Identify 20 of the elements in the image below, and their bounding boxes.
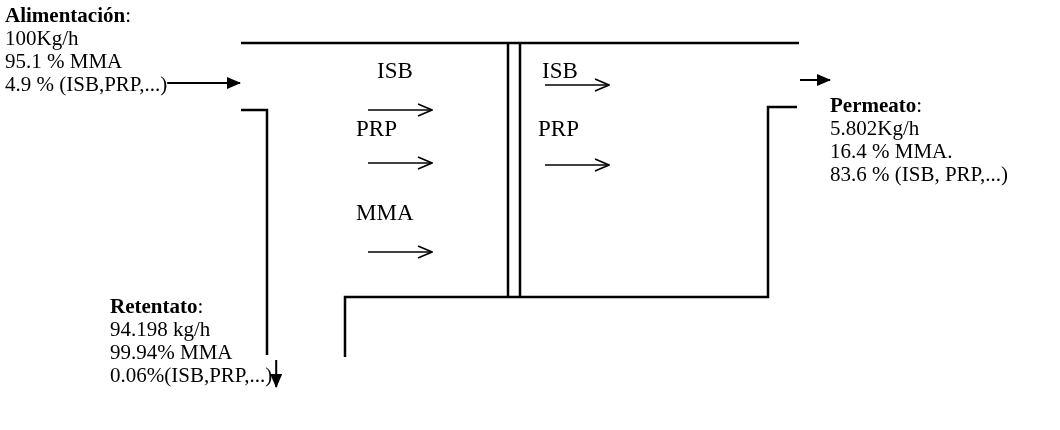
flow-arrow (166, 77, 241, 89)
flow-arrow (799, 74, 831, 86)
stream-value: 94.198 kg/h (110, 318, 211, 341)
stream-value: 100Kg/h (5, 27, 79, 50)
component-label: PRP (538, 116, 579, 142)
stream-value: 0.06%(ISB,PRP,...) (110, 364, 273, 387)
component-label: MMA (356, 200, 414, 226)
stream-heading: Alimentación: (5, 4, 131, 27)
stream-heading: Permeato: (830, 94, 923, 117)
stream-value: 16.4 % MMA. (830, 140, 953, 163)
flow-arrow (270, 359, 283, 388)
component-label: ISB (542, 58, 578, 84)
stream-value: 99.94% MMA (110, 341, 233, 364)
stream-heading: Retentato: (110, 295, 204, 318)
stream-value: 95.1 % MMA (5, 50, 123, 73)
stream-value: 83.6 % (ISB, PRP,...) (830, 163, 1008, 186)
component-label: ISB (377, 58, 413, 84)
component-label: PRP (356, 116, 397, 142)
stream-value: 5.802Kg/h (830, 117, 920, 140)
stream-value: 4.9 % (ISB,PRP,...) (5, 73, 168, 96)
